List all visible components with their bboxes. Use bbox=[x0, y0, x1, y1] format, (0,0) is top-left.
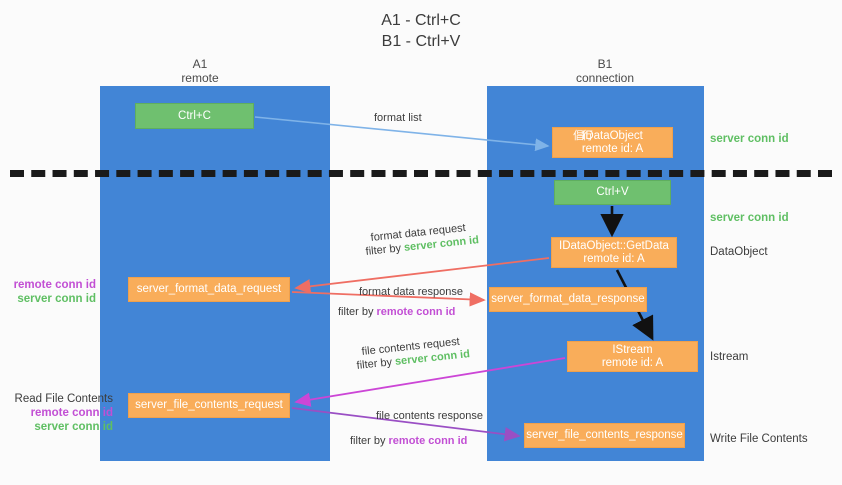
node-ctrl-c-label: Ctrl+C bbox=[178, 109, 211, 122]
node-ole-ghost-glyph: 倡行 bbox=[573, 129, 593, 142]
time-divider bbox=[10, 170, 832, 177]
node-server-format-data-request[interactable]: server_format_data_request bbox=[128, 277, 290, 302]
node-ctrl-v-label: Ctrl+V bbox=[596, 186, 629, 198]
filter-prefix: filter by bbox=[365, 241, 405, 258]
edge-label-format-data-response-filter: filter by remote conn id bbox=[338, 305, 455, 319]
node-server-format-data-request-label: server_format_data_request bbox=[136, 283, 282, 295]
node-istream-sub: remote id: A bbox=[601, 356, 664, 369]
annotation-read-file-contents-group: Read File Contents remote conn id server… bbox=[8, 392, 113, 434]
annotation-write-file-contents: Write File Contents bbox=[710, 433, 808, 445]
filter-key-remote-conn-id: remote conn id bbox=[376, 306, 456, 318]
node-getdata-sub: remote id: A bbox=[583, 252, 645, 265]
annotation-conn-ids-format: remote conn id server conn id bbox=[8, 278, 96, 306]
filter-prefix: filter by bbox=[350, 435, 389, 447]
node-getdata[interactable]: IDataObject::GetData remote id: A bbox=[551, 237, 677, 268]
node-istream-label: IStream bbox=[612, 343, 653, 356]
node-ole-idataobject[interactable]: 倡行 IDataObject remote id: A bbox=[552, 127, 673, 158]
column-a1-role: remote bbox=[181, 71, 219, 85]
column-b1-name: B1 bbox=[597, 57, 613, 71]
node-ole-idataobject-sub: remote id: A bbox=[581, 142, 644, 155]
edge-label-format-data-response: format data response bbox=[359, 286, 463, 298]
node-server-file-contents-response-label: server_file_contents_response bbox=[526, 429, 683, 441]
edge-label-format-list: format list bbox=[374, 112, 422, 124]
annotation-dataobject: DataObject bbox=[710, 246, 768, 258]
node-server-format-data-response-label: server_format_data_response bbox=[491, 293, 645, 305]
node-ctrl-c[interactable]: Ctrl+C bbox=[135, 103, 254, 129]
annotation-read-file-contents: Read File Contents bbox=[14, 393, 113, 405]
column-b1-role: connection bbox=[575, 71, 635, 85]
column-header-a1: A1 remote bbox=[140, 57, 260, 85]
filter-prefix: filter by bbox=[356, 355, 396, 372]
node-server-file-contents-response[interactable]: server_file_contents_response bbox=[524, 423, 685, 448]
node-server-file-contents-request[interactable]: server_file_contents_request bbox=[128, 393, 290, 418]
annotation-istream: Istream bbox=[710, 351, 749, 363]
edge-label-file-contents-response: file contents response bbox=[376, 410, 484, 422]
filter-key-remote-conn-id: remote conn id bbox=[388, 435, 468, 447]
node-ctrl-v[interactable]: Ctrl+V bbox=[554, 180, 671, 205]
column-header-b1: B1 connection bbox=[540, 57, 670, 85]
node-server-format-data-response[interactable]: server_format_data_response bbox=[489, 287, 647, 312]
annotation-server-conn-id: server conn id bbox=[34, 421, 113, 433]
annotation-remote-conn-id: remote conn id bbox=[13, 279, 96, 291]
annotation-server-conn-id: server conn id bbox=[17, 293, 96, 305]
filter-prefix: filter by bbox=[338, 306, 377, 318]
annotation-server-conn-id-second: server conn id bbox=[710, 212, 789, 224]
annotation-server-conn-id-top: server conn id bbox=[710, 133, 789, 145]
node-istream[interactable]: IStream remote id: A bbox=[567, 341, 698, 372]
column-a1-name: A1 bbox=[192, 57, 208, 71]
page-title: A1 - Ctrl+C B1 - Ctrl+V bbox=[0, 10, 842, 52]
node-ole-idataobject-label: IDataObject bbox=[582, 129, 643, 142]
title-line-2: B1 - Ctrl+V bbox=[381, 33, 461, 50]
node-server-file-contents-request-label: server_file_contents_request bbox=[135, 399, 283, 411]
node-getdata-label: IDataObject::GetData bbox=[559, 239, 669, 252]
title-line-1: A1 - Ctrl+C bbox=[381, 12, 461, 29]
edge-label-file-contents-response-filter: filter by remote conn id bbox=[350, 434, 467, 448]
annotation-remote-conn-id: remote conn id bbox=[30, 407, 113, 419]
